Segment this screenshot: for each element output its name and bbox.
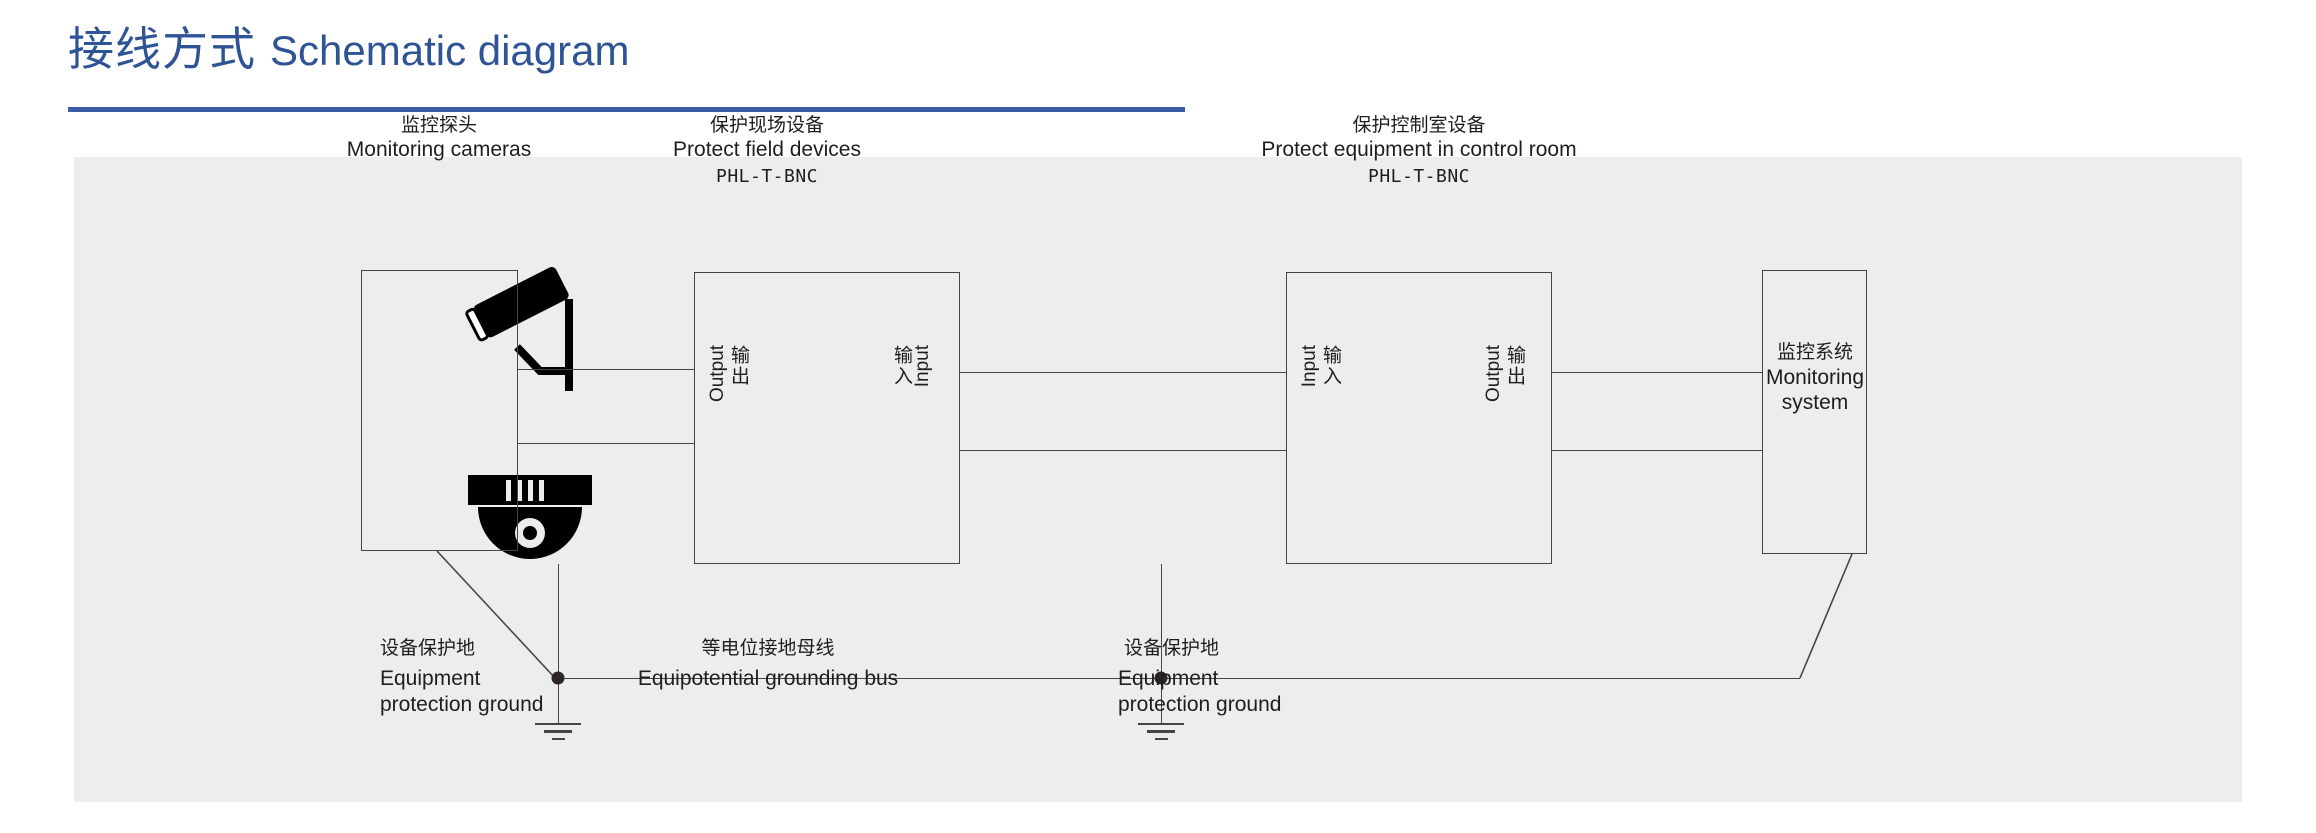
equipotential-bus-line <box>555 678 1800 679</box>
link-field-control-upper <box>960 372 1286 373</box>
link-control-monitoring-lower <box>1552 450 1762 451</box>
link-camera-field-upper <box>518 369 694 370</box>
monitoring-system-title-en-2: system <box>1781 391 1849 414</box>
control-room-ground-drop <box>1161 564 1162 678</box>
right-ground-diagonal <box>1799 553 1853 679</box>
field-device-port-output-cn: 输出 <box>728 345 750 387</box>
monitoring-system-box <box>1762 270 1867 554</box>
field-device-title-cn: 保护现场设备 <box>709 114 825 136</box>
camera-title-cn: 监控探头 <box>400 114 478 136</box>
left-equipment-ground-en-1: Equipment <box>380 667 481 690</box>
field-device-box <box>694 272 960 564</box>
field-device-model: PHL-T-BNC <box>715 166 819 187</box>
title-underline <box>68 107 1185 112</box>
control-room-box <box>1286 272 1552 564</box>
control-room-port-output-cn: 输出 <box>1504 345 1526 387</box>
field-device-port-input-cn: 输入 <box>891 345 913 387</box>
right-equipment-ground-en-2: protection ground <box>1118 693 1282 717</box>
control-room-title-en: Protect equipment in control room <box>1261 138 1577 161</box>
field-device-port-input-en: Input <box>912 345 933 388</box>
control-room-model: PHL-T-BNC <box>1367 166 1471 187</box>
camera-title-en: Monitoring cameras <box>346 138 532 161</box>
control-room-ground-symbol-icon <box>1138 723 1184 745</box>
equipotential-bus-label: 等电位接地母线 Equipotential grounding bus <box>638 633 898 692</box>
page-title-cn: 接线方式 <box>68 22 256 76</box>
field-device-port-output: Output 输出 <box>707 345 750 403</box>
left-equipment-ground-cn: 设备保护地 <box>380 637 476 659</box>
page-title: 接线方式 Schematic diagram <box>68 26 1268 72</box>
right-equipment-ground-label: 设备保护地 Equipment protection ground <box>1118 633 1281 719</box>
field-device-ground-drop <box>558 564 559 678</box>
control-room-ground-junction-dot <box>1154 671 1168 685</box>
field-device-title-en: Protect field devices <box>673 138 861 161</box>
camera-box <box>361 270 518 551</box>
right-equipment-ground-cn: 设备保护地 <box>1124 637 1220 659</box>
left-equipment-ground-label: 设备保护地 Equipment protection ground <box>380 633 543 719</box>
right-equipment-ground-en-1: Equipment <box>1118 667 1219 690</box>
schematic-panel: 监控探头 Monitoring cameras 保护现场设备 Protect f… <box>74 114 2242 802</box>
field-device-ground-stem <box>558 678 559 723</box>
page-header: 接线方式 Schematic diagram <box>68 26 1268 126</box>
field-device-port-output-en: Output <box>707 345 728 403</box>
link-control-monitoring-upper <box>1552 372 1762 373</box>
control-room-port-output: Output 输出 <box>1483 345 1526 403</box>
control-room-port-input: Input 输入 <box>1299 345 1342 388</box>
monitoring-system-title-en-1: Monitoring <box>1765 366 1865 389</box>
control-room-port-input-en: Input <box>1299 345 1320 388</box>
link-field-control-lower <box>960 450 1286 451</box>
control-room-ground-stem <box>1161 678 1162 723</box>
control-room-title-cn: 保护控制室设备 <box>1352 114 1486 136</box>
control-room-port-input-cn: 输入 <box>1320 345 1342 387</box>
monitoring-system-title-cn: 监控系统 <box>1776 341 1854 363</box>
field-device-ground-junction-dot <box>551 671 565 685</box>
page-title-en: Schematic diagram <box>270 27 630 74</box>
left-equipment-ground-en-2: protection ground <box>380 693 544 717</box>
equipotential-bus-cn: 等电位接地母线 <box>701 637 835 659</box>
link-camera-field-lower <box>518 443 694 444</box>
field-device-port-input: 输入 Input <box>891 345 933 388</box>
control-room-port-output-en: Output <box>1483 345 1504 403</box>
equipotential-bus-en: Equipotential grounding bus <box>637 667 899 690</box>
field-device-ground-symbol-icon <box>535 723 581 745</box>
